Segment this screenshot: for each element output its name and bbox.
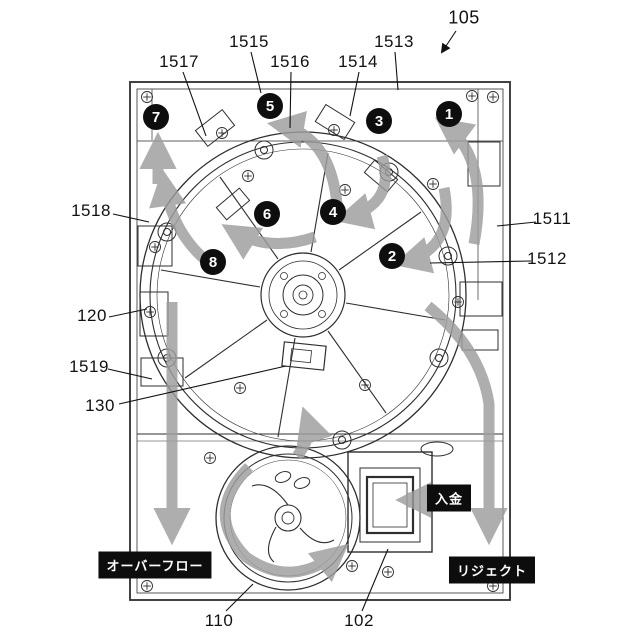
ref-label-1512: 1512 <box>527 249 567 268</box>
step-marker-8: 8 <box>200 249 226 275</box>
ref-label-1514: 1514 <box>338 52 378 71</box>
ref-label-1511: 1511 <box>532 209 572 228</box>
ref-label-102: 102 <box>344 611 374 630</box>
ref-label-105: 105 <box>448 7 480 28</box>
screw-details <box>141 90 499 592</box>
step-marker-4: 4 <box>320 199 346 225</box>
deposit-tag: 入金 <box>426 484 472 512</box>
rotary-disc <box>139 131 467 459</box>
ref-105-arrow <box>440 30 457 54</box>
ref-label-1516: 1516 <box>270 52 310 71</box>
leader-lines <box>107 30 537 612</box>
ref-label-1517: 1517 <box>159 52 199 71</box>
step-marker-2: 2 <box>379 243 405 269</box>
step-marker-3: 3 <box>366 108 392 134</box>
overflow-tag: オーバーフロー <box>98 551 212 579</box>
ref-label-1519: 1519 <box>69 357 109 376</box>
step-marker-6: 6 <box>254 201 280 227</box>
ref-label-110: 110 <box>204 611 234 630</box>
ref-label-130: 130 <box>85 396 115 415</box>
ref-label-1513: 1513 <box>374 32 414 51</box>
ref-label-1515: 1515 <box>229 32 269 51</box>
step-marker-1: 1 <box>436 101 462 127</box>
reject-tag: リジェクト <box>448 556 536 584</box>
ref-label-1518: 1518 <box>71 201 111 220</box>
ref-label-120: 120 <box>77 306 107 325</box>
step-marker-7: 7 <box>143 104 169 130</box>
step-marker-5: 5 <box>257 93 283 119</box>
